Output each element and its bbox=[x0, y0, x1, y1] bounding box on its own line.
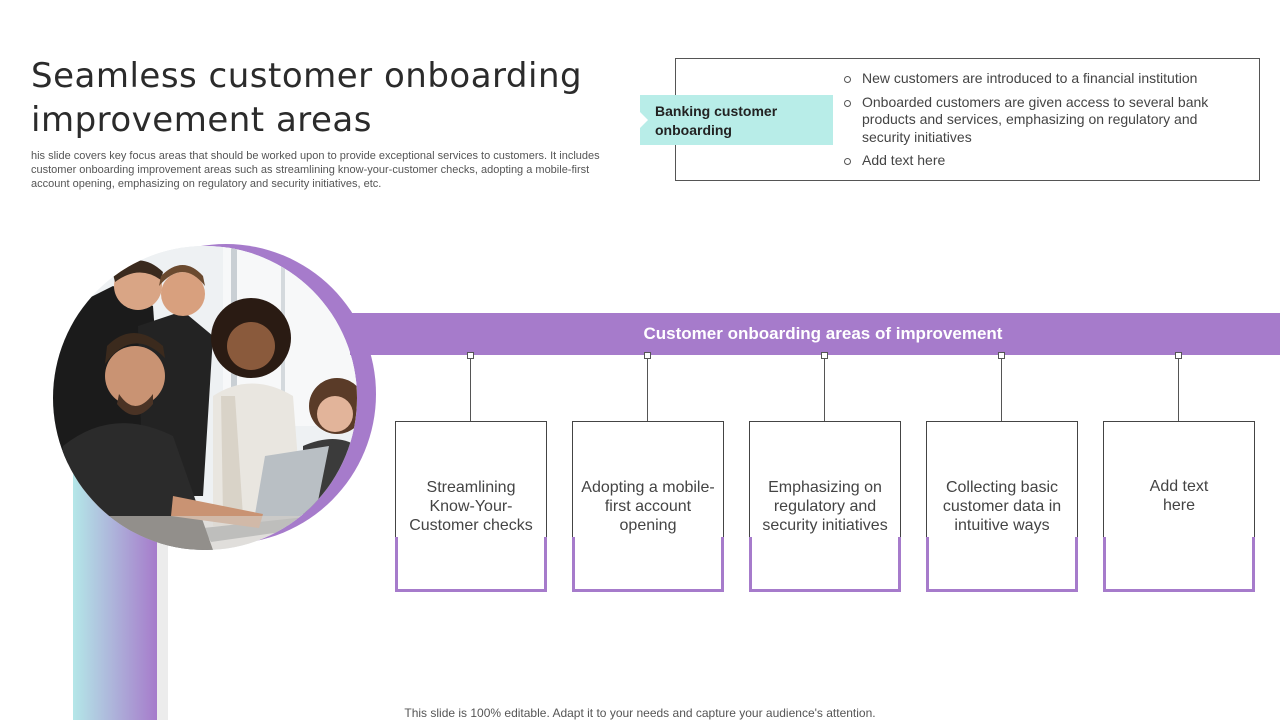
slide-description: his slide covers key focus areas that sh… bbox=[31, 150, 600, 190]
team-photo-illustration bbox=[53, 246, 357, 550]
info-tag: Banking customer onboarding bbox=[640, 95, 833, 145]
connector-node bbox=[998, 352, 1005, 359]
card-text: Add text here bbox=[1149, 478, 1209, 514]
connector-line bbox=[824, 359, 825, 421]
footer-note: This slide is 100% editable. Adapt it to… bbox=[404, 706, 876, 720]
connector-line bbox=[470, 359, 471, 421]
connector-line bbox=[1001, 359, 1002, 421]
info-tag-label: Banking customer onboarding bbox=[655, 103, 778, 138]
connector-node bbox=[467, 352, 474, 359]
team-photo bbox=[53, 246, 357, 550]
connector-line bbox=[647, 359, 648, 421]
improvement-card: Streamlining Know-Your-Customer checks bbox=[395, 421, 547, 592]
card-accent-border bbox=[749, 537, 901, 592]
card-accent-border bbox=[572, 537, 724, 592]
card-accent-border bbox=[395, 537, 547, 592]
card-text: Emphasizing on regulatory and security i… bbox=[762, 479, 888, 534]
improvement-areas-banner: Customer onboarding areas of improvement bbox=[350, 313, 1280, 355]
info-bullet: Onboarded customers are given access to … bbox=[843, 94, 1243, 147]
connector-node bbox=[1175, 352, 1182, 359]
card-accent-border bbox=[926, 537, 1078, 592]
info-bullet-list: New customers are introduced to a financ… bbox=[843, 70, 1243, 176]
info-bullet: New customers are introduced to a financ… bbox=[843, 70, 1243, 88]
circle-bullet-icon bbox=[844, 99, 851, 107]
circle-bullet-icon bbox=[844, 76, 851, 83]
card-text: Collecting basic customer data in intuit… bbox=[942, 479, 1062, 534]
banner-label: Customer onboarding areas of improvement bbox=[643, 324, 1003, 343]
card-accent-border bbox=[1103, 537, 1255, 592]
circle-bullet-icon bbox=[844, 158, 851, 165]
card-text: Adopting a mobile-first account opening bbox=[581, 479, 715, 534]
improvement-card: Collecting basic customer data in intuit… bbox=[926, 421, 1078, 592]
info-bullet: Add text here bbox=[843, 152, 1243, 170]
connector-line bbox=[1178, 359, 1179, 421]
card-text: Streamlining Know-Your-Customer checks bbox=[409, 479, 533, 534]
connector-node bbox=[644, 352, 651, 359]
improvement-card: Emphasizing on regulatory and security i… bbox=[749, 421, 901, 592]
gradient-bar-shadow bbox=[157, 430, 168, 720]
improvement-card: Add text here bbox=[1103, 421, 1255, 592]
connector-node bbox=[821, 352, 828, 359]
improvement-card: Adopting a mobile-first account opening bbox=[572, 421, 724, 592]
page-title: Seamless customer onboarding improvement… bbox=[31, 56, 583, 140]
